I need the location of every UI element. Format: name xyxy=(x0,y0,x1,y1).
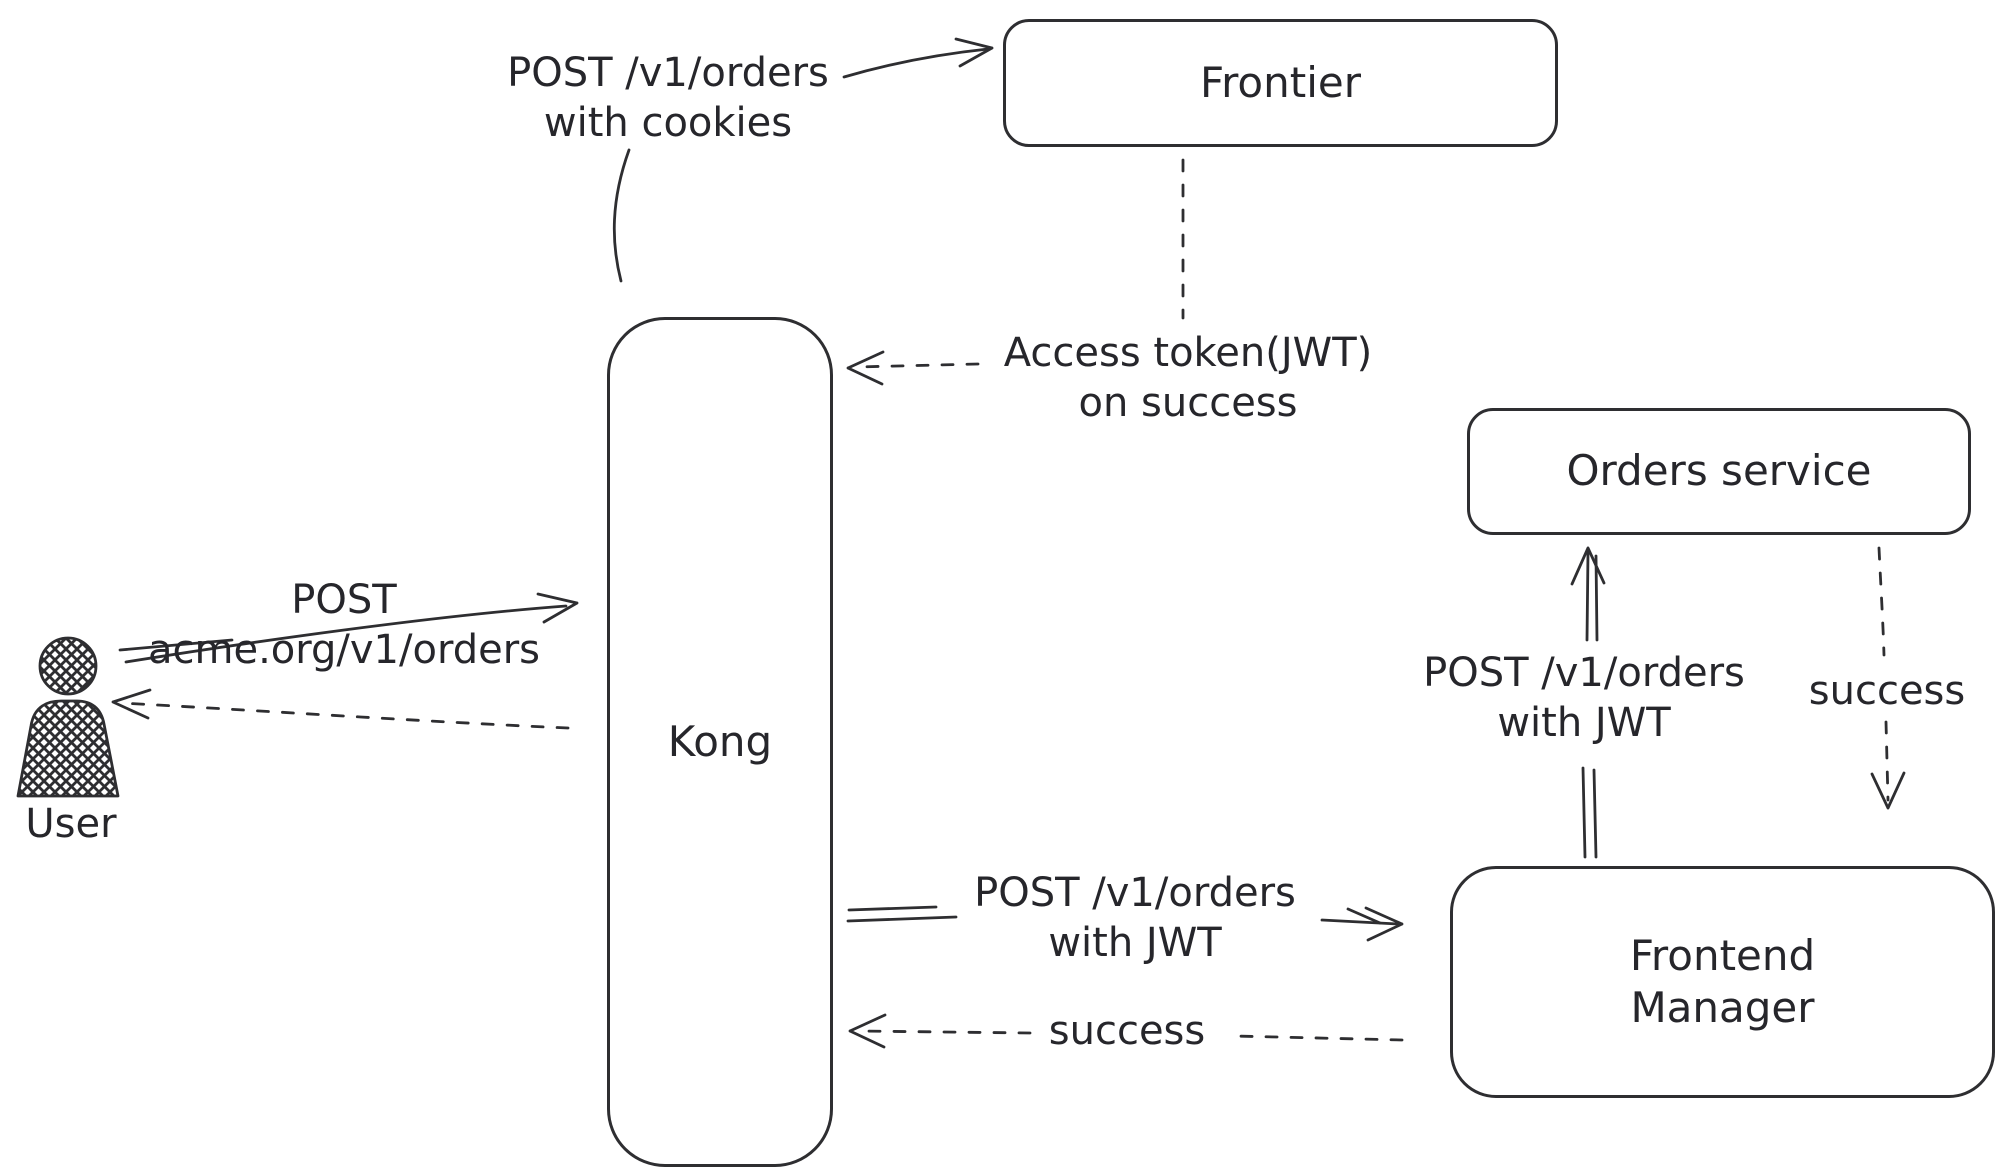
edge-line xyxy=(1232,1034,1404,1042)
label-success-orders: success xyxy=(1808,668,1966,714)
edge-arrowhead xyxy=(846,350,885,386)
node-orders-service: Orders service xyxy=(1467,408,1971,535)
edge-line xyxy=(1884,720,1890,802)
edge-orders-to-frontend xyxy=(1870,546,1906,810)
edge-arrowhead xyxy=(1364,906,1404,942)
node-orders-service-label: Orders service xyxy=(1566,446,1872,496)
user-icon-body xyxy=(16,699,120,798)
edge-line xyxy=(1320,918,1400,926)
edge-line-overdraw xyxy=(847,905,938,912)
node-kong-label: Kong xyxy=(667,716,773,766)
edge-line-overdraw xyxy=(118,638,234,652)
label-post-jwt-orders: POST /v1/orders with JWT xyxy=(1423,650,1745,746)
edge-line xyxy=(612,148,631,283)
edge-arrowhead-overdraw xyxy=(1346,907,1382,925)
label-access-token: Access token(JWT) on success xyxy=(1003,330,1373,426)
edge-line xyxy=(1877,546,1886,657)
edge-arrowhead xyxy=(111,688,152,720)
edge-line xyxy=(856,1029,1032,1035)
edge-line-overdraw xyxy=(1594,554,1599,642)
node-frontend-manager: Frontend Manager xyxy=(1450,866,1995,1098)
label-post-jwt-gateway: POST /v1/orders with JWT xyxy=(974,870,1296,966)
edge-kong-to-frontend xyxy=(846,905,1404,942)
node-frontend-manager-label-line1: Frontend xyxy=(1629,930,1816,980)
edge-line xyxy=(854,362,980,369)
edge-arrowhead xyxy=(848,1013,887,1049)
edge-frontier-to-kong xyxy=(846,350,980,386)
edge-line xyxy=(1585,550,1590,642)
node-frontend-manager-label-line2: Manager xyxy=(1630,983,1815,1032)
edge-line xyxy=(119,701,570,730)
edge-line xyxy=(1581,766,1587,859)
edge-kong-to-user xyxy=(111,688,570,730)
label-post-acme: POST acme.org/v1/orders xyxy=(148,577,540,673)
edge-arrowhead xyxy=(954,37,994,68)
user-icon xyxy=(16,636,120,798)
edge-frontend-to-kong xyxy=(848,1013,1404,1049)
user-icon-head xyxy=(38,636,98,696)
edge-arrowhead xyxy=(536,592,579,624)
node-frontier: Frontier xyxy=(1003,19,1558,147)
edge-line xyxy=(846,915,958,923)
edge-frontend-to-orders xyxy=(1570,546,1606,859)
edge-line-overdraw xyxy=(1592,768,1598,859)
edge-arrowhead xyxy=(1870,771,1906,810)
node-kong: Kong xyxy=(607,317,833,1167)
edge-line xyxy=(124,604,568,664)
node-frontier-label: Frontier xyxy=(1199,57,1361,107)
label-success-gateway: success xyxy=(1048,1008,1206,1054)
edge-user-to-kong xyxy=(118,592,579,664)
edge-post-orders-to-frontier xyxy=(842,37,994,79)
edge-line xyxy=(842,47,990,79)
label-post-orders-with-cookies: POST /v1/orders with cookies xyxy=(507,50,829,146)
edge-kong-to-frontier-tail xyxy=(612,148,631,283)
label-user: User xyxy=(25,801,117,847)
edge-arrowhead xyxy=(1570,546,1606,586)
